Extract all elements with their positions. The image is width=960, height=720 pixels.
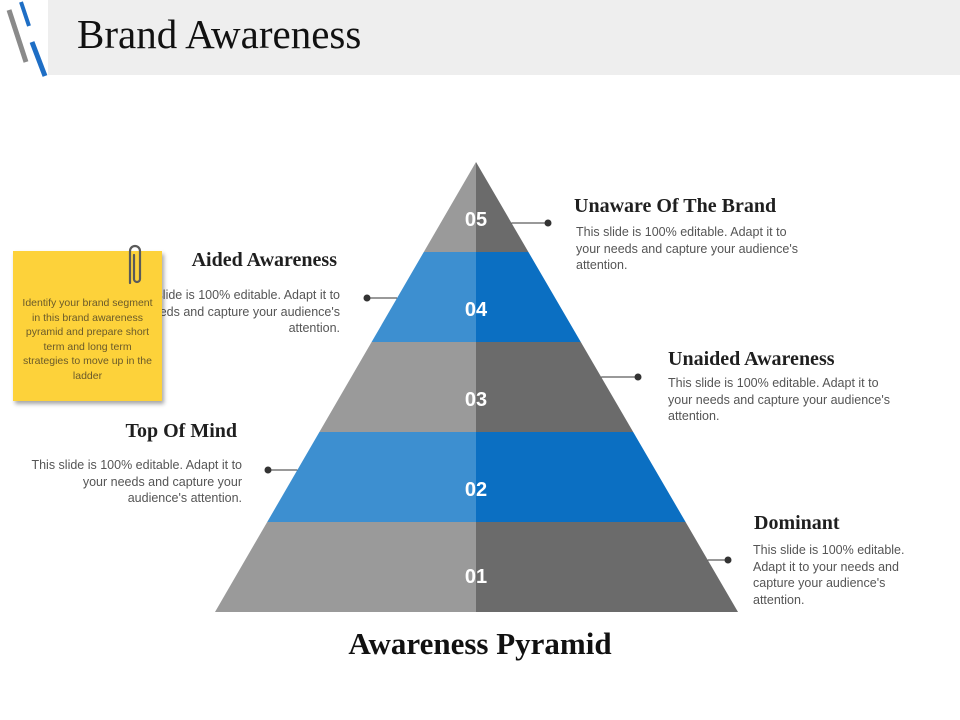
tier-02-description: This slide is 100% editable. Adapt it to… — [31, 458, 242, 505]
tier-right-face — [476, 522, 738, 612]
tier-number-label: 02 — [465, 479, 487, 501]
sticky-note-text: Identify your brand segment in this bran… — [22, 297, 153, 382]
page-title: Brand Awareness — [77, 11, 362, 57]
tier-05-heading: Unaware Of The Brand — [574, 195, 777, 217]
tier-01-heading: Dominant — [754, 512, 840, 534]
pyramid-tier-01: 01 — [215, 522, 738, 612]
connector-04 — [363, 294, 398, 302]
tier-right-face — [476, 342, 634, 441]
tier-03-description: This slide is 100% editable. Adapt it to… — [668, 376, 890, 423]
tier-right-face — [476, 252, 581, 351]
connector-02 — [264, 466, 298, 474]
accent-stripe-gray — [6, 9, 29, 63]
tier-number-label: 03 — [465, 389, 487, 411]
pyramid-tier-05: 05 — [423, 162, 529, 261]
tier-left-face — [319, 342, 476, 441]
tier-left-face — [423, 162, 476, 261]
tier-number-label: 04 — [465, 299, 488, 321]
tier-number-label: 01 — [465, 566, 487, 588]
tier-04-heading: Aided Awareness — [191, 249, 337, 271]
accent-stripe-blue-bottom — [29, 41, 48, 77]
tier-05-description: This slide is 100% editable. Adapt it to… — [576, 225, 798, 272]
pyramid-tier-03: 03 — [319, 342, 634, 441]
accent-stripe-blue-top — [19, 1, 31, 27]
title-bar — [48, 0, 960, 75]
sticky-note: Identify your brand segment in this bran… — [13, 251, 162, 401]
tier-left-face — [215, 522, 476, 612]
pyramid-caption: Awareness Pyramid — [348, 626, 612, 661]
tier-left-face — [267, 432, 476, 531]
tier-number-label: 05 — [465, 209, 487, 231]
tier-02-heading: Top Of Mind — [125, 420, 237, 442]
tier-left-face — [371, 252, 476, 351]
tier-04-description: This slide is 100% editable. Adapt it to… — [118, 288, 340, 335]
connector-01 — [707, 556, 732, 564]
tier-03-heading: Unaided Awareness — [668, 348, 835, 370]
tier-01-description: This slide is 100% editable. Adapt it to… — [753, 543, 905, 607]
pyramid-tier-02: 02 — [267, 432, 686, 531]
connector-03 — [601, 373, 642, 381]
connector-05 — [511, 219, 552, 227]
tier-right-face — [476, 162, 529, 261]
pyramid-tier-04: 04 — [371, 252, 581, 351]
tier-right-face — [476, 432, 686, 531]
paperclip-icon — [128, 244, 142, 285]
